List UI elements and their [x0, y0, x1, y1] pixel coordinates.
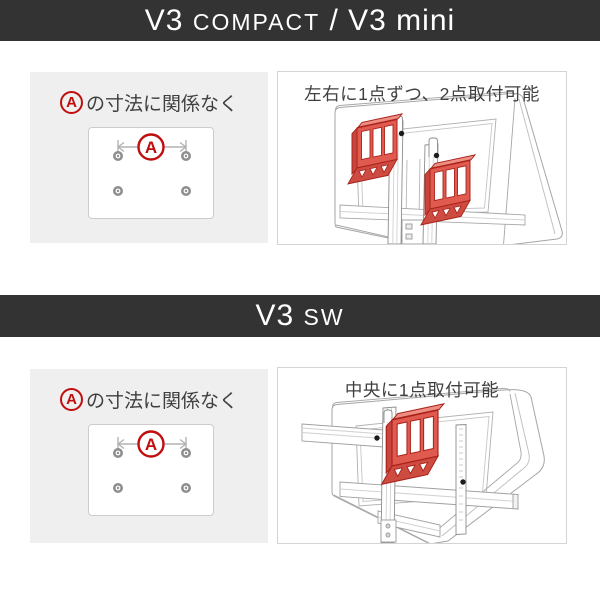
- dim-a-label: A: [145, 138, 157, 157]
- vesa-hole-diagram-bottom: A: [88, 424, 214, 516]
- banner-text-segment: SW: [303, 304, 345, 330]
- dim-a-circle: [137, 133, 165, 161]
- caption-text: の寸法に関係なく: [85, 94, 238, 115]
- caption-vesa-bottom: A の寸法に関係なく: [30, 386, 268, 413]
- dim-a-label: A: [145, 435, 157, 454]
- caption-text: の寸法に関係なく: [85, 391, 238, 412]
- vesa-hole-diagram-top: A: [88, 127, 214, 219]
- tv-mount-illustration-two-point: [334, 91, 563, 244]
- panel-vesa-info-bottom: A の寸法に関係なく A: [30, 369, 268, 543]
- panel-illustration-two-point: 左右に1点ずつ、2点取付可能: [277, 71, 567, 245]
- dimension-arrow: [116, 140, 188, 154]
- tv-mount-illustration-center: [301, 387, 545, 543]
- banner-text-segment: COMPACT: [192, 9, 321, 35]
- dim-a-badge: A: [59, 91, 83, 114]
- dim-a-circle: [137, 430, 165, 458]
- caption-vesa-top: A の寸法に関係なく: [30, 89, 268, 116]
- banner-text-segment: V3: [255, 299, 304, 332]
- banner-text-segment: / V3: [320, 4, 397, 37]
- banner-v3-compact-mini: V3 COMPACT / V3 mini: [0, 0, 600, 41]
- panel-illustration-center: 中央に1点取付可能: [277, 367, 567, 544]
- screw-holes: [113, 448, 191, 493]
- screw-holes: [113, 151, 191, 196]
- illustration-title-bottom: 中央に1点取付可能: [344, 380, 500, 400]
- banner-text-segment: mini: [396, 4, 456, 37]
- dimension-arrow: [116, 437, 188, 451]
- panel-vesa-info-top: A の寸法に関係なく A: [30, 72, 268, 243]
- illustration-title-top: 左右に1点ずつ、2点取付可能: [304, 84, 540, 104]
- banner-v3-sw: V3 SW: [0, 295, 600, 337]
- banner-text-segment: V3: [144, 4, 193, 37]
- dim-a-badge: A: [59, 388, 83, 411]
